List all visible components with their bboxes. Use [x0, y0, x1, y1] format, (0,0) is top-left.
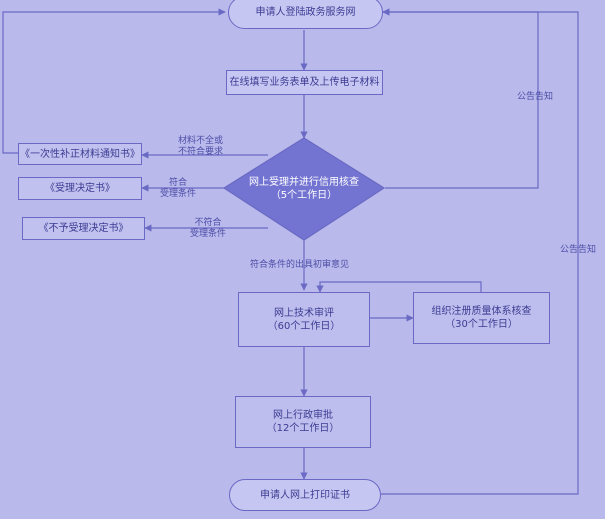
fill-form-label: 在线填写业务表单及上传电子材料 — [229, 77, 380, 88]
start-node: 申请人登陆政务服务网 — [228, 0, 383, 29]
reject-decision-label: 《不予受理决定书》 — [38, 223, 129, 234]
accept-decision-label: 《受理决定书》 — [45, 183, 115, 194]
incomplete-label-line2: 不符合要求 — [178, 147, 224, 157]
incomplete-label-line1: 材料不全或 — [178, 136, 224, 146]
edge-quality-to-tech — [316, 281, 482, 293]
edge-supplement-loop — [2, 8, 226, 154]
notice-label-upper: 公告告知 — [517, 92, 553, 103]
edge-review-notice-loop — [382, 8, 539, 189]
review-diamond-text: 网上受理并进行信用核查 （5个工作日） — [234, 176, 374, 202]
fill-form-node: 在线填写业务表单及上传电子材料 — [226, 70, 383, 95]
notice-upper-text: 公告告知 — [517, 92, 554, 102]
notice-right-text: 公告告知 — [560, 245, 597, 255]
quality-check-line1: 组织注册质量体系核查 — [431, 306, 532, 317]
notmeet-label-line1: 不符合 — [194, 218, 222, 228]
admin-approval-line1: 网上行政审批 — [273, 410, 333, 421]
reject-decision-node: 《不予受理决定书》 — [22, 217, 145, 240]
notmeet-label-line2: 受理条件 — [190, 229, 227, 239]
incomplete-materials-label: 材料不全或 不符合要求 — [178, 136, 223, 158]
edge-end-notice-loop — [381, 8, 579, 495]
start-label: 申请人登陆政务服务网 — [255, 7, 356, 18]
supplement-notice-node: 《一次性补正材料通知书》 — [18, 143, 142, 165]
notice-label-right: 公告告知 — [560, 245, 596, 256]
end-node: 申请人网上打印证书 — [229, 479, 381, 511]
technical-review-line1: 网上技术审评 — [274, 307, 334, 319]
meets-label-line2: 受理条件 — [160, 189, 197, 199]
initial-opinion-text: 符合条件的出具初审意见 — [250, 260, 350, 270]
review-label-line2: （5个工作日） — [270, 190, 338, 201]
not-meets-conditions-label: 不符合 受理条件 — [190, 218, 226, 240]
technical-review-node: 网上技术审评 （60个工作日） — [238, 292, 370, 347]
quality-check-line2: （30个工作日） — [445, 319, 518, 330]
technical-review-line2: （60个工作日） — [267, 320, 341, 332]
supplement-notice-label: 《一次性补正材料通知书》 — [20, 148, 140, 160]
quality-check-node: 组织注册质量体系核查 （30个工作日） — [413, 292, 550, 344]
end-label: 申请人网上打印证书 — [260, 489, 350, 501]
admin-approval-line2: （12个工作日） — [266, 423, 340, 434]
initial-opinion-label: 符合条件的出具初审意见 — [250, 260, 349, 271]
accept-decision-node: 《受理决定书》 — [18, 177, 142, 200]
review-diamond — [222, 137, 386, 241]
admin-approval-node: 网上行政审批 （12个工作日） — [235, 396, 371, 448]
review-label-line1: 网上受理并进行信用核查 — [249, 177, 359, 188]
meets-conditions-label: 符合 受理条件 — [160, 178, 196, 200]
meets-label-line1: 符合 — [169, 178, 188, 188]
